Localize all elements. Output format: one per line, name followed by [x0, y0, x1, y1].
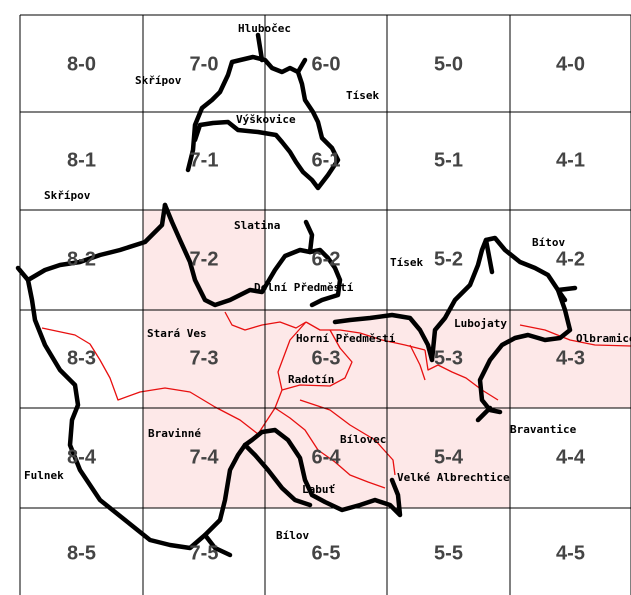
- highlighted-cell-6-4: [265, 408, 387, 508]
- boundary-bilovec-inner: [242, 442, 313, 508]
- black-boundary-lines: [15, 32, 578, 558]
- boundary-southwest-spur: [202, 532, 233, 558]
- boundary-north-spur: [255, 32, 265, 63]
- route-north-link: [224, 311, 307, 331]
- boundary-slatina: [162, 202, 343, 308]
- route-radotin-south: [257, 321, 307, 435]
- boundary-slatina-north: [303, 219, 315, 255]
- route-olbramice: [519, 324, 631, 347]
- boundary-east-spur-1: [483, 237, 495, 275]
- highlighted-cell-6-3: [265, 310, 387, 408]
- boundary-east-outer: [332, 235, 573, 415]
- route-bilovec-south: [274, 407, 386, 489]
- route-central-east: [305, 321, 426, 351]
- grid-lines: [19, 14, 631, 595]
- highlighted-cells: [143, 210, 631, 508]
- route-southeast-edge: [409, 344, 426, 381]
- route-radotin-east: [281, 329, 353, 391]
- boundary-east-spur-2: [555, 285, 578, 293]
- boundary-main-west: [25, 202, 248, 551]
- route-west-loop: [41, 327, 259, 435]
- boundary-northern-loop: [185, 54, 341, 191]
- boundary-southern-lower: [242, 427, 403, 518]
- highlighted-cell-5-4: [387, 408, 510, 508]
- boundary-ne-spur: [295, 57, 308, 75]
- boundary-east-spur-3: [555, 287, 568, 303]
- highlighted-cell-7-3: [143, 310, 265, 408]
- red-route-lines: [41, 311, 631, 489]
- highlighted-cell-7-4: [143, 408, 265, 508]
- boundary-east-south: [475, 405, 493, 423]
